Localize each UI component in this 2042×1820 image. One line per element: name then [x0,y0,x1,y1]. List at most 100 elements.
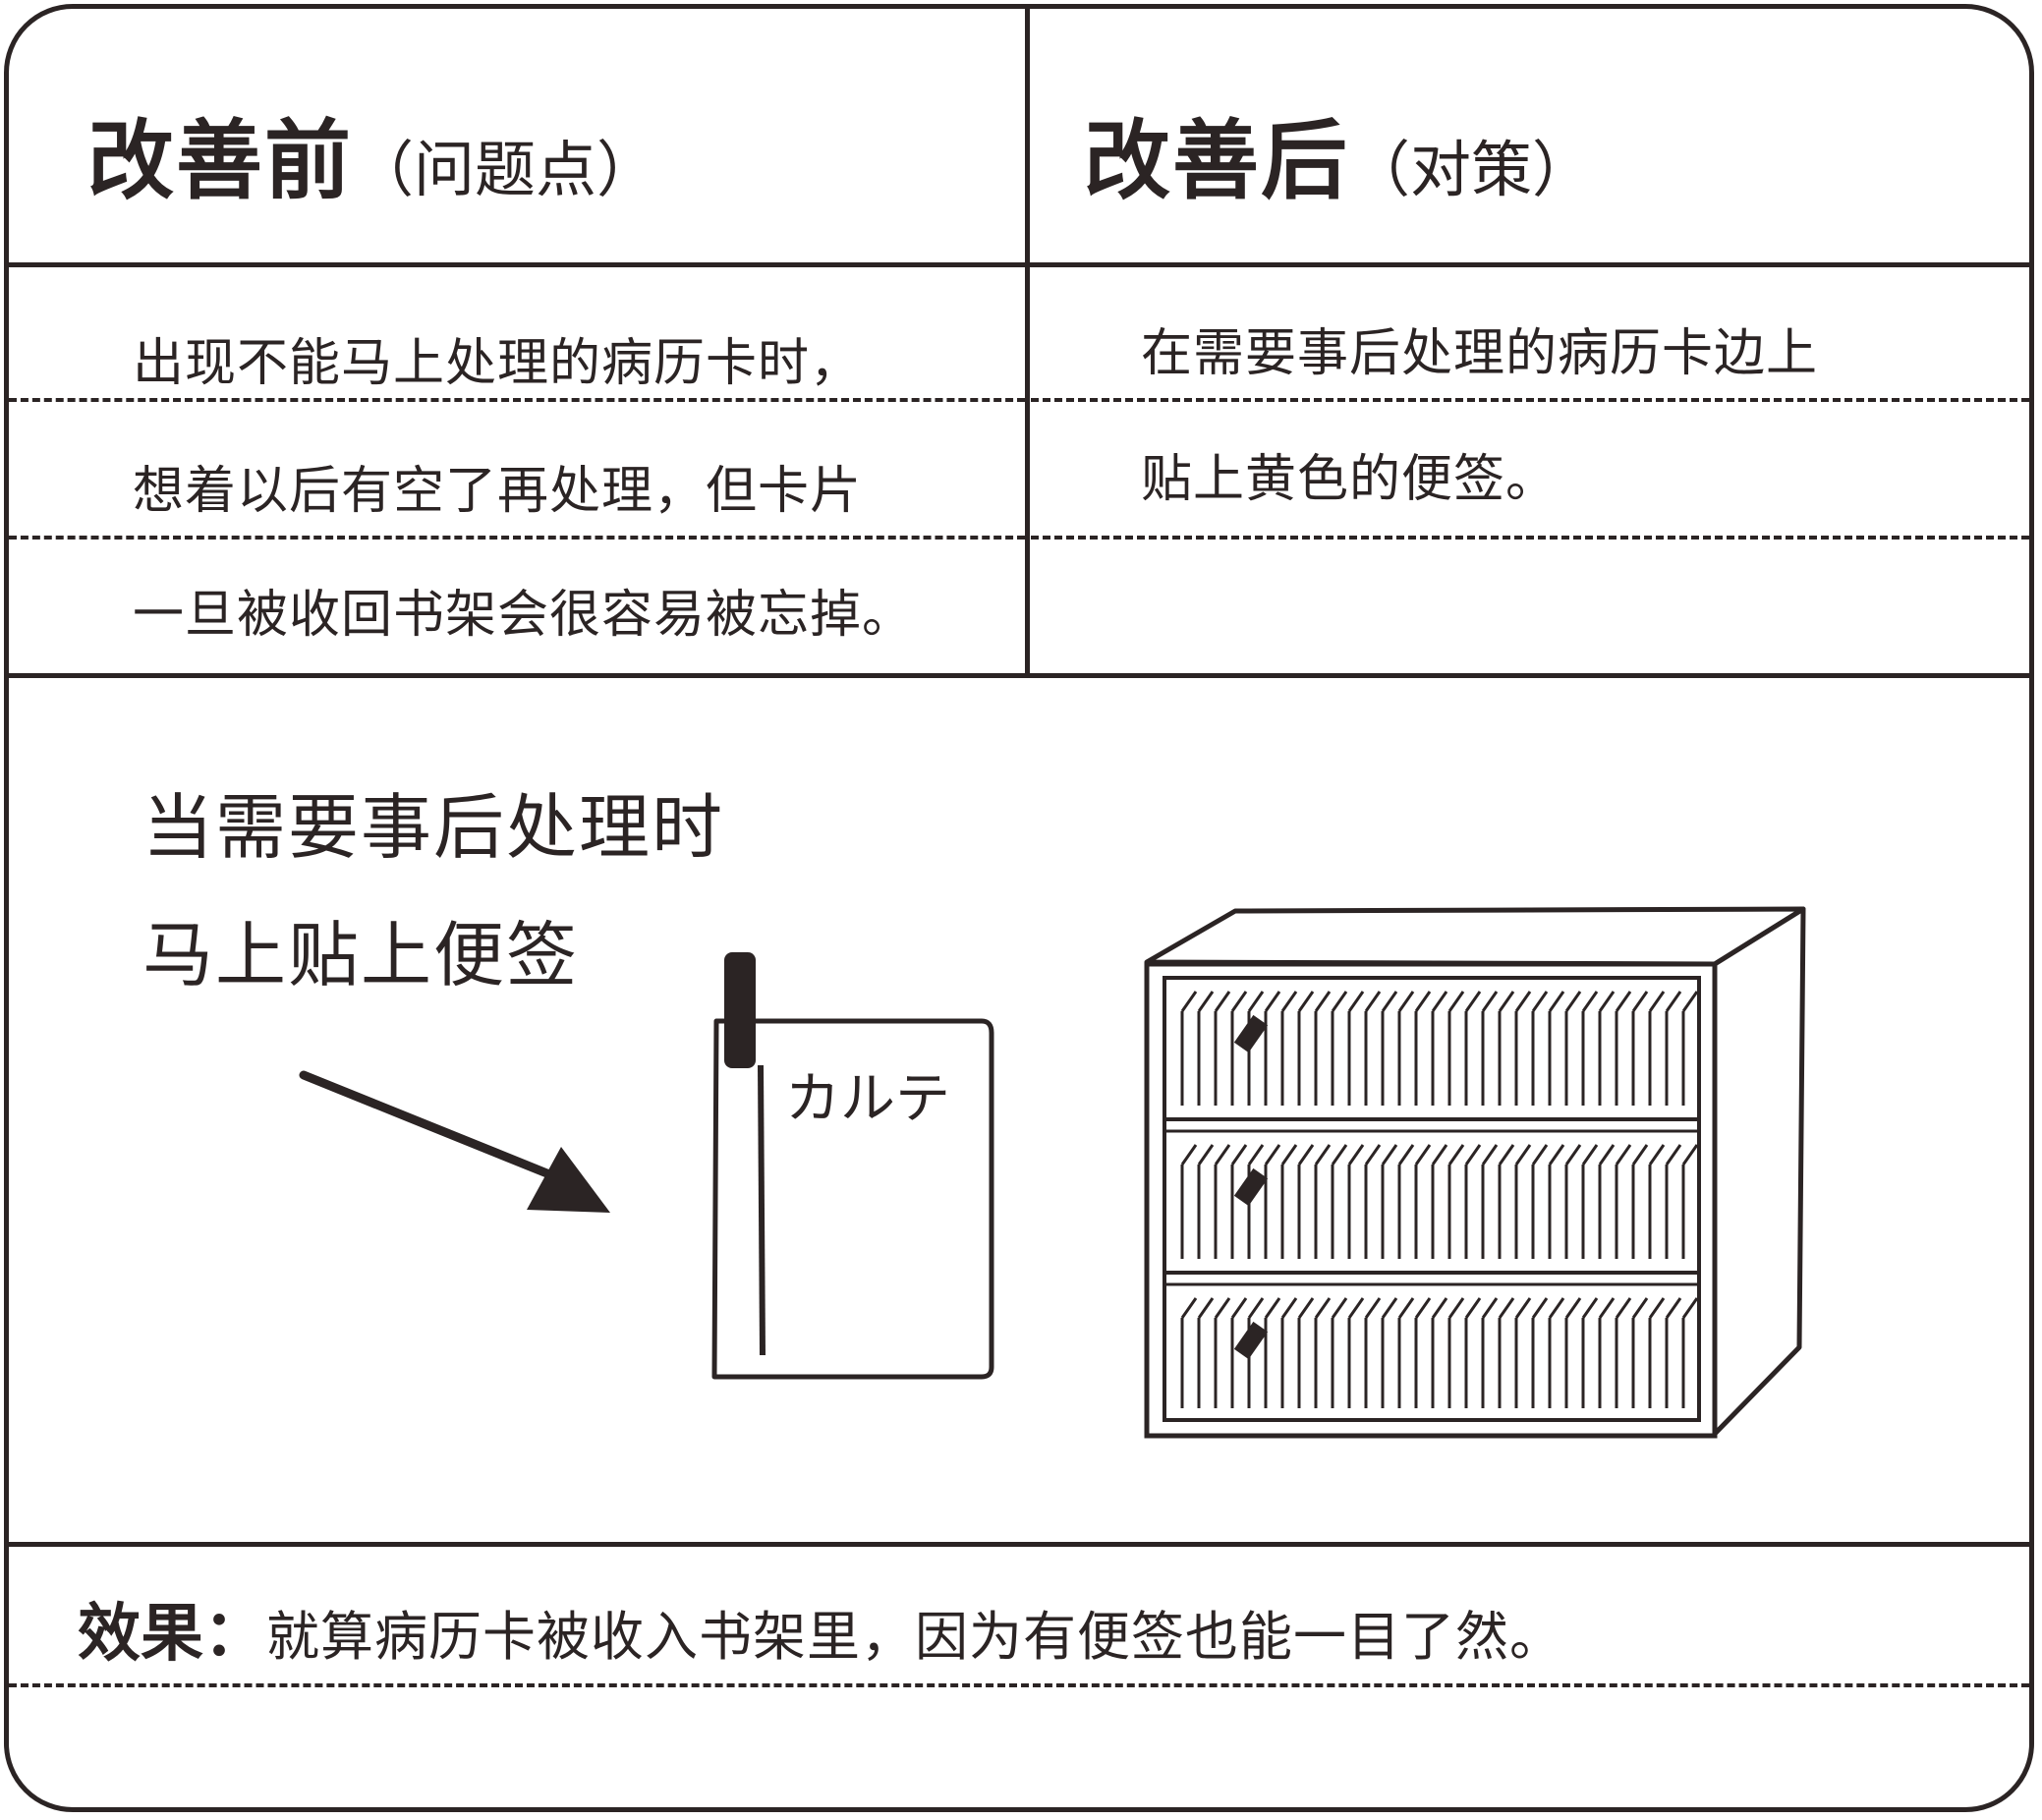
book-top [1197,1144,1215,1166]
book-top [1364,1297,1382,1319]
book-top [1598,991,1616,1012]
book-top [1214,991,1231,1012]
book-sticky-notes [1233,1014,1269,1360]
effect-text: 就算病历卡被收入书架里，因为有便签也能一目了然。 [266,1606,1563,1668]
book-top [1230,991,1248,1012]
book-top [1648,1297,1666,1319]
book-top [1397,991,1415,1012]
book-top [1631,1144,1649,1166]
effect-divider [9,1542,2029,1547]
illustration: カルテ [299,906,1806,1439]
book-top [1197,1297,1215,1319]
ruled-line [1031,536,2029,540]
book-top [1514,1297,1532,1319]
arrow-icon [299,1070,610,1213]
book-top [1531,1144,1549,1166]
book-top [1615,991,1632,1012]
book-top [1531,1297,1549,1319]
illustration-caption: 当需要事后处理时 [142,786,725,869]
book-top [1548,991,1565,1012]
book-top [1230,1297,1248,1319]
after-header: 改善后（对策） [1084,91,1593,216]
book-top [1280,991,1298,1012]
book-top [1364,991,1382,1012]
book-top [1197,991,1215,1012]
book-top [1447,1297,1465,1319]
book-top [1464,991,1482,1012]
illustration-caption: 马上贴上便签 [142,914,580,996]
book-top [1681,1144,1699,1166]
book-top [1665,991,1682,1012]
sticky-note-icon [1233,1167,1269,1207]
book-top [1214,1144,1231,1166]
book-top [1581,1144,1599,1166]
card-label: カルテ [785,1067,950,1131]
sticky-note-icon [724,952,756,1068]
book-top [1264,991,1281,1012]
book-top [1615,1297,1632,1319]
book-top [1447,1144,1465,1166]
book-top [1648,991,1666,1012]
book-top [1414,1144,1432,1166]
effect-row: 效果：就算病历卡被收入书架里，因为有便签也能一目了然。 [78,1583,1563,1674]
book-top [1464,1297,1482,1319]
sticky-note-icon [1233,1321,1269,1360]
before-subtitle: （问题点） [353,134,658,205]
ruled-line [9,398,1025,402]
book-top [1564,1144,1582,1166]
book-top [1247,1144,1265,1166]
book-top [1648,1144,1666,1166]
before-title: 改善前 [87,110,354,211]
book-top [1247,1297,1265,1319]
book-top [1481,1297,1499,1319]
book-top [1331,1297,1348,1319]
book-top [1347,1297,1365,1319]
book-top [1581,991,1599,1012]
book-top [1498,1144,1515,1166]
book-top [1381,991,1398,1012]
book-top [1347,991,1365,1012]
book-top [1381,1297,1398,1319]
book-top [1297,1144,1315,1166]
book-top [1581,1297,1599,1319]
ruled-line [9,1683,2029,1687]
book-top [1280,1144,1298,1166]
medical-chart-card-icon: カルテ [711,1018,994,1380]
book-top [1681,1297,1699,1319]
book-top [1431,1297,1448,1319]
book-top [1180,1144,1198,1166]
book-top [1514,1144,1532,1166]
before-header: 改善前（问题点） [87,91,657,216]
book-top [1431,1144,1448,1166]
book-top [1364,1144,1382,1166]
book-top [1230,1144,1248,1166]
after-line: 在需要事后处理的病历卡边上 [1141,324,1819,383]
book-top [1498,991,1515,1012]
book-top [1564,1297,1582,1319]
book-top [1481,1144,1499,1166]
book-top [1414,991,1432,1012]
after-subtitle: （对策） [1349,134,1594,205]
bookshelf-icon [1144,906,1806,1439]
book-top [1548,1144,1565,1166]
book-top [1481,991,1499,1012]
book-top [1314,991,1332,1012]
book-top [1464,1144,1482,1166]
book-top [1331,991,1348,1012]
book-top [1681,991,1699,1012]
after-line: 贴上黄色的便签。 [1141,450,1559,509]
book-top [1665,1144,1682,1166]
book-top [1297,1297,1315,1319]
after-title: 改善后 [1084,110,1350,211]
before-line: 想着以后有空了再处理，但卡片 [133,462,863,521]
ruled-line [1031,398,2029,402]
improvement-card: 改善前（问题点） 改善后（对策） 出现不能马上处理的病历卡时， 想着以后有空了再… [4,4,2034,1812]
book-top [1414,1297,1432,1319]
header-divider [9,262,2029,267]
book-top [1447,991,1465,1012]
book-top [1180,991,1198,1012]
book-top [1280,1297,1298,1319]
book-top [1214,1297,1231,1319]
book-top [1431,991,1448,1012]
book-top [1615,1144,1632,1166]
